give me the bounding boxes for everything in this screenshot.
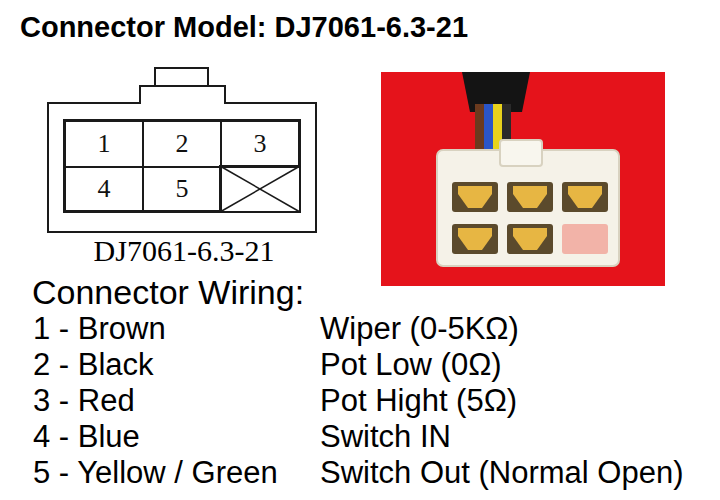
housing-outline — [48, 68, 316, 232]
pin-function: Wiper (0-5KΩ) — [320, 312, 519, 346]
cavity-cell: 4 — [64, 166, 144, 212]
wire-color: 3 - Red — [33, 384, 135, 418]
pin-function: Pot Low (0Ω) — [320, 348, 502, 382]
terminal — [452, 182, 608, 254]
pin-number: 4 — [98, 176, 111, 202]
pin-number: 2 — [176, 131, 189, 157]
wire-color: 1 - Brown — [33, 312, 166, 346]
pin-function: Switch Out (Normal Open) — [320, 456, 684, 490]
connector-body — [437, 150, 619, 266]
wire-color: 4 - Blue — [33, 420, 140, 454]
cavity-cell: 5 — [142, 166, 222, 212]
wire-color: 5 - Yellow / Green — [33, 456, 278, 490]
pin-function: Pot Hight (5Ω) — [320, 384, 517, 418]
cavity-cell: 1 — [64, 120, 144, 168]
pin-number: 3 — [254, 131, 267, 157]
cavity-cell: 3 — [220, 120, 300, 168]
cross-line — [220, 166, 300, 212]
latch-tab — [500, 140, 542, 166]
empty-cavity — [220, 166, 300, 212]
cross-line — [220, 166, 300, 212]
pin-function: Switch IN — [320, 420, 451, 454]
tab-line — [155, 85, 208, 87]
connector-photo — [381, 72, 665, 286]
section-heading: Connector Wiring: — [32, 274, 304, 310]
wire-brown — [475, 104, 484, 152]
page-title: Connector Model: DJ7061-6.3-21 — [20, 10, 468, 44]
photo-background — [381, 72, 665, 286]
cavity-grid — [64, 120, 300, 212]
pin-number: 5 — [176, 176, 189, 202]
model-number: DJ7061-6.3-21 — [94, 234, 275, 268]
wire-color: 2 - Black — [33, 348, 154, 382]
pin-number: 1 — [98, 131, 111, 157]
cavity-cell: 2 — [142, 120, 222, 168]
wire-blue — [484, 104, 493, 152]
